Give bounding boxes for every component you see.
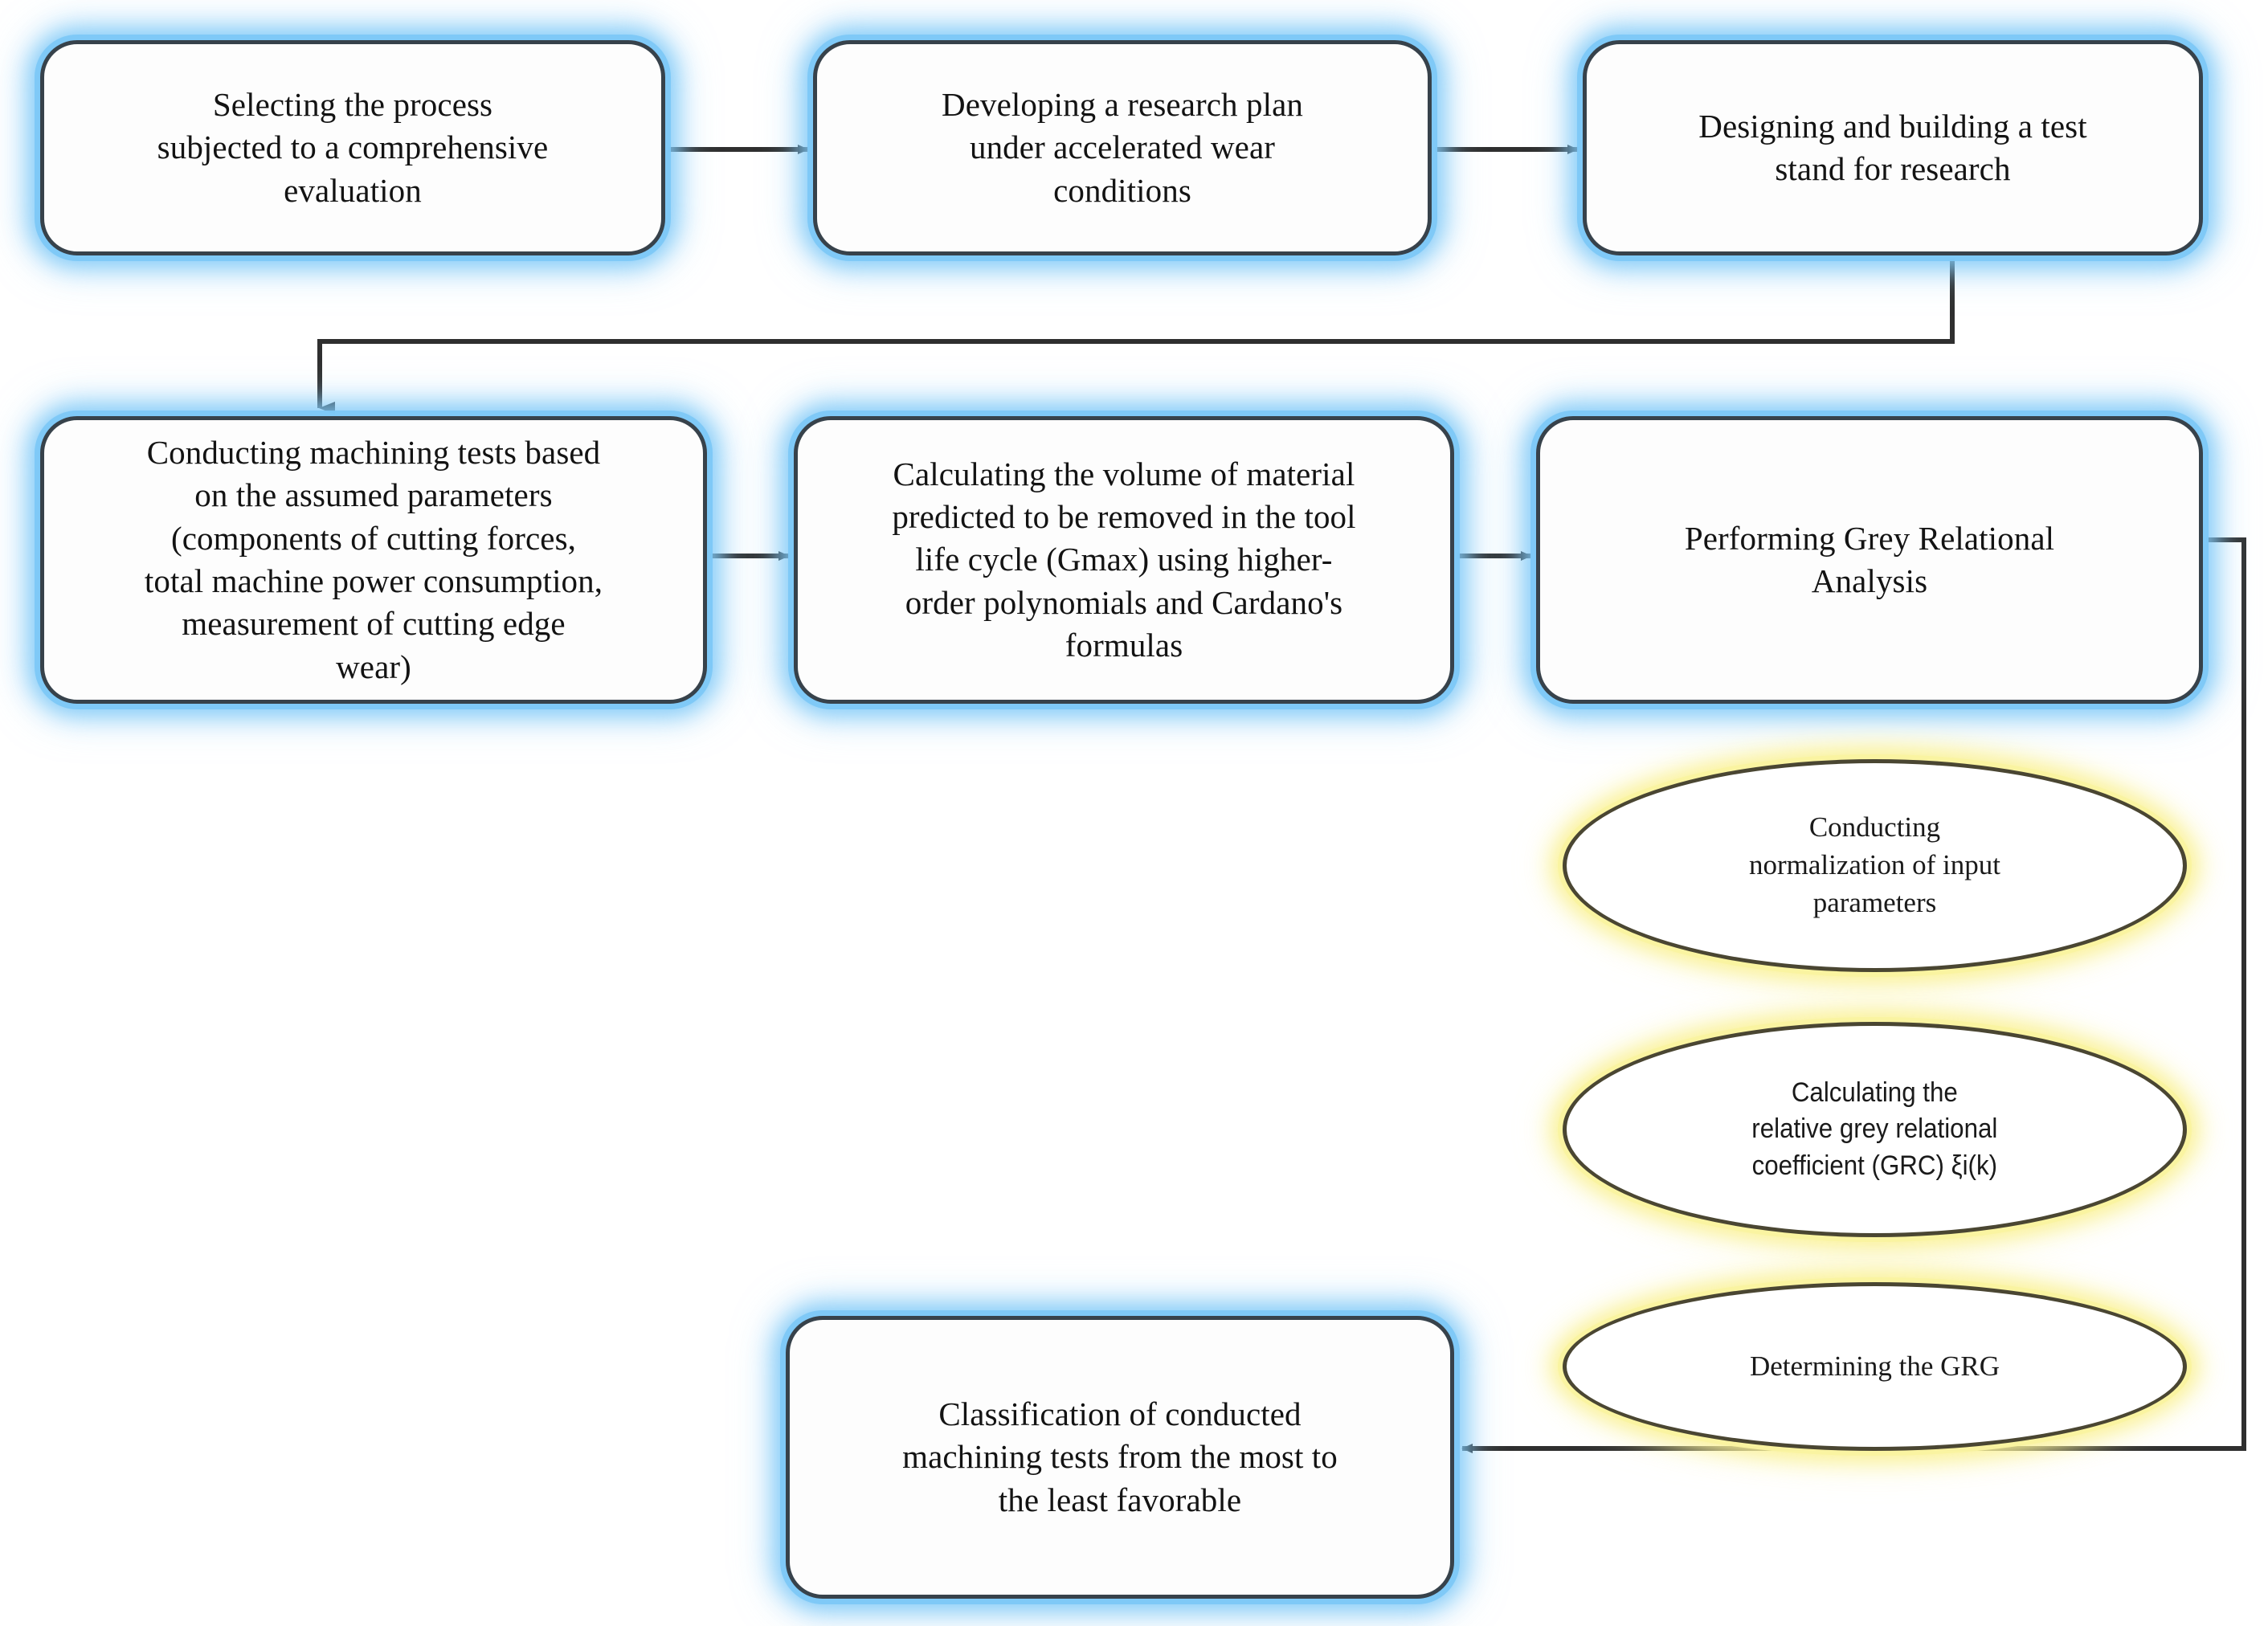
node-developing-research-plan[interactable]: Developing a research plan under acceler… <box>813 40 1432 255</box>
node-label: Calculating the volume of material predi… <box>892 455 1356 664</box>
node-conducting-machining-tests[interactable]: Conducting machining tests based on the … <box>40 416 707 704</box>
node-label: Conducting machining tests based on the … <box>144 434 603 685</box>
node-label: Determining the GRG <box>1749 1350 2000 1382</box>
node-label: Conducting normalization of input parame… <box>1749 811 2000 918</box>
node-label: Classification of conducted machining te… <box>902 1395 1338 1518</box>
connector-n3-n4 <box>317 259 1955 415</box>
node-calculating-grc[interactable]: Calculating the relative grey relational… <box>1563 1022 2187 1237</box>
node-label: Selecting the process subjected to a com… <box>157 86 549 209</box>
node-classification-of-tests[interactable]: Classification of conducted machining te… <box>786 1316 1454 1599</box>
node-designing-test-stand[interactable]: Designing and building a test stand for … <box>1583 40 2203 255</box>
node-selecting-process[interactable]: Selecting the process subjected to a com… <box>40 40 665 255</box>
node-performing-grey-relational-analysis[interactable]: Performing Grey Relational Analysis <box>1536 416 2203 704</box>
node-label: Performing Grey Relational Analysis <box>1684 519 2055 599</box>
node-conducting-normalization[interactable]: Conducting normalization of input parame… <box>1563 759 2187 972</box>
node-determining-grg[interactable]: Determining the GRG <box>1563 1282 2187 1451</box>
node-label: Calculating the relative grey relational… <box>1751 1077 1998 1181</box>
node-label: Developing a research plan under acceler… <box>942 86 1303 209</box>
node-calculating-volume-material[interactable]: Calculating the volume of material predi… <box>794 416 1454 704</box>
node-label: Designing and building a test stand for … <box>1698 107 2087 187</box>
